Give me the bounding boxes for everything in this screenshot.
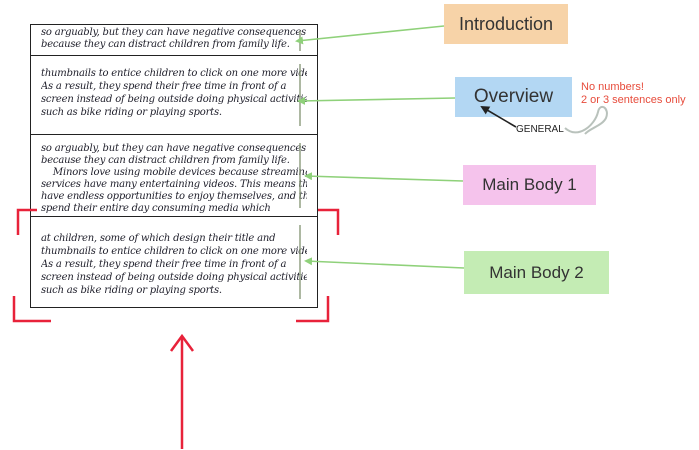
introduction-margin-line <box>299 31 301 51</box>
main-body-2-handwriting-line-5: such as bike riding or playing sports. <box>41 285 222 296</box>
overview-handwriting-line-4: such as bike riding or playing sports. <box>41 107 222 118</box>
overview-handwriting-line-3: screen instead of being outside doing ph… <box>41 94 307 105</box>
essay-panel-overview: thumbnails to entice children to click o… <box>30 55 318 135</box>
main-body-1-margin-line <box>299 143 301 208</box>
overview-arrow <box>297 96 456 105</box>
no-numbers-note: No numbers! <box>581 81 644 93</box>
main-body-2-margin-line <box>299 225 301 299</box>
introduction-handwriting-line-1: so arguably, but they can have negative … <box>41 27 306 38</box>
main-body-2-handwriting-line-4: screen instead of being outside doing ph… <box>41 272 307 283</box>
essay-panel-introduction: so arguably, but they can have negative … <box>30 24 318 56</box>
main-body-2-handwriting-line-3: As a result, they spend their free time … <box>41 259 287 270</box>
introduction-arrow <box>295 25 445 45</box>
main-body-1-handwriting-line-2: because they can distract children from … <box>41 155 290 166</box>
introduction-handwriting-line-2: because they can distract children from … <box>41 39 290 50</box>
red-up-arrow-head <box>169 333 195 352</box>
overview-handwriting-line-1: thumbnails to entice children to click o… <box>41 68 307 79</box>
main-body-1-handwriting-line-3: Minors love using mobile devices because… <box>41 167 307 178</box>
main-body-2-handwriting-line-2: thumbnails to entice children to click o… <box>41 246 307 257</box>
main-body-1-handwriting-line-4: services have many entertaining videos. … <box>41 179 307 190</box>
main-body-1-label: Main Body 1 <box>463 165 596 205</box>
general-note: GENERAL <box>516 124 564 135</box>
main-body-1-handwriting-line-1: so arguably, but they can have negative … <box>41 143 306 154</box>
main-body-1-handwriting-line-5: have endless opportunities to enjoy them… <box>41 191 307 202</box>
essay-panel-main-body-1: so arguably, but they can have negative … <box>30 134 318 217</box>
main-body-2-handwriting-line-1: at children, some of which design their … <box>41 233 276 244</box>
overview-handwriting-line-2: As a result, they spend their free time … <box>41 81 287 92</box>
main-body-2-label: Main Body 2 <box>464 251 609 294</box>
main-body-1-arrow <box>304 172 464 182</box>
overview-margin-line <box>299 64 301 126</box>
essay-panel-main-body-2: at children, some of which design their … <box>30 216 318 308</box>
overview-label: Overview <box>455 77 572 117</box>
introduction-label: Introduction <box>444 4 568 44</box>
bracket-top-right <box>318 208 340 235</box>
sentences-only-note: 2 or 3 sentences only <box>581 94 686 106</box>
main-body-2-arrow <box>304 257 465 269</box>
main-body-1-handwriting-line-6: spend their entire day consuming media w… <box>41 203 271 214</box>
